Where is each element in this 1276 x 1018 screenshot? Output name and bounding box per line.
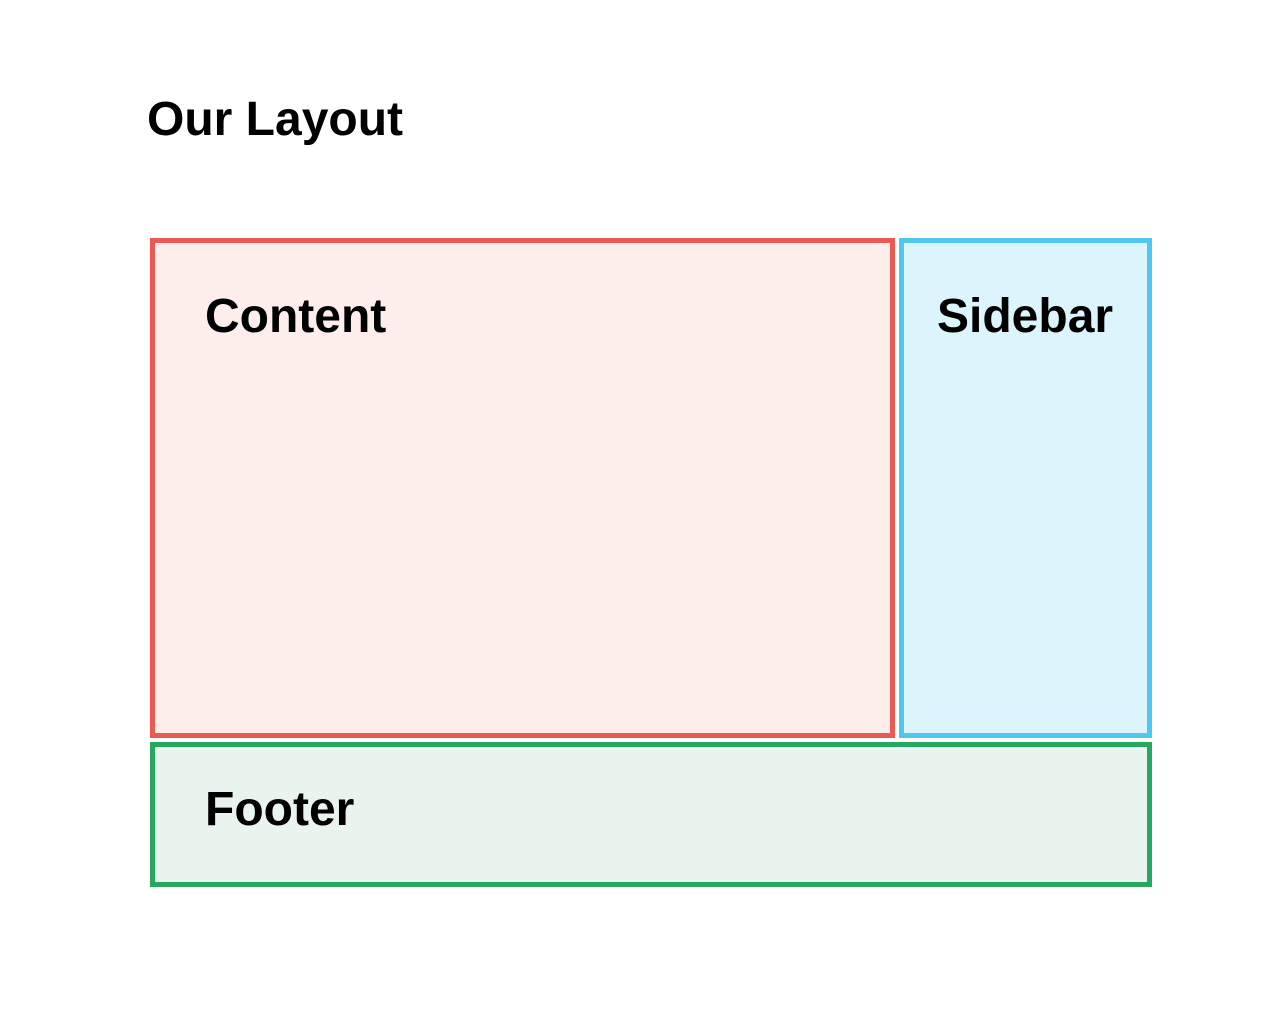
footer-section: Footer [150, 742, 1152, 888]
page-title: Our Layout [147, 93, 404, 146]
page-container: Our Layout Content Sidebar Footer [147, 0, 1152, 888]
main-row: Content Sidebar [150, 238, 1152, 739]
content-heading: Content [205, 290, 387, 344]
sidebar-section: Sidebar [899, 238, 1152, 739]
footer-heading: Footer [205, 783, 355, 837]
sidebar-heading: Sidebar [937, 290, 1114, 344]
content-section: Content [150, 238, 895, 739]
